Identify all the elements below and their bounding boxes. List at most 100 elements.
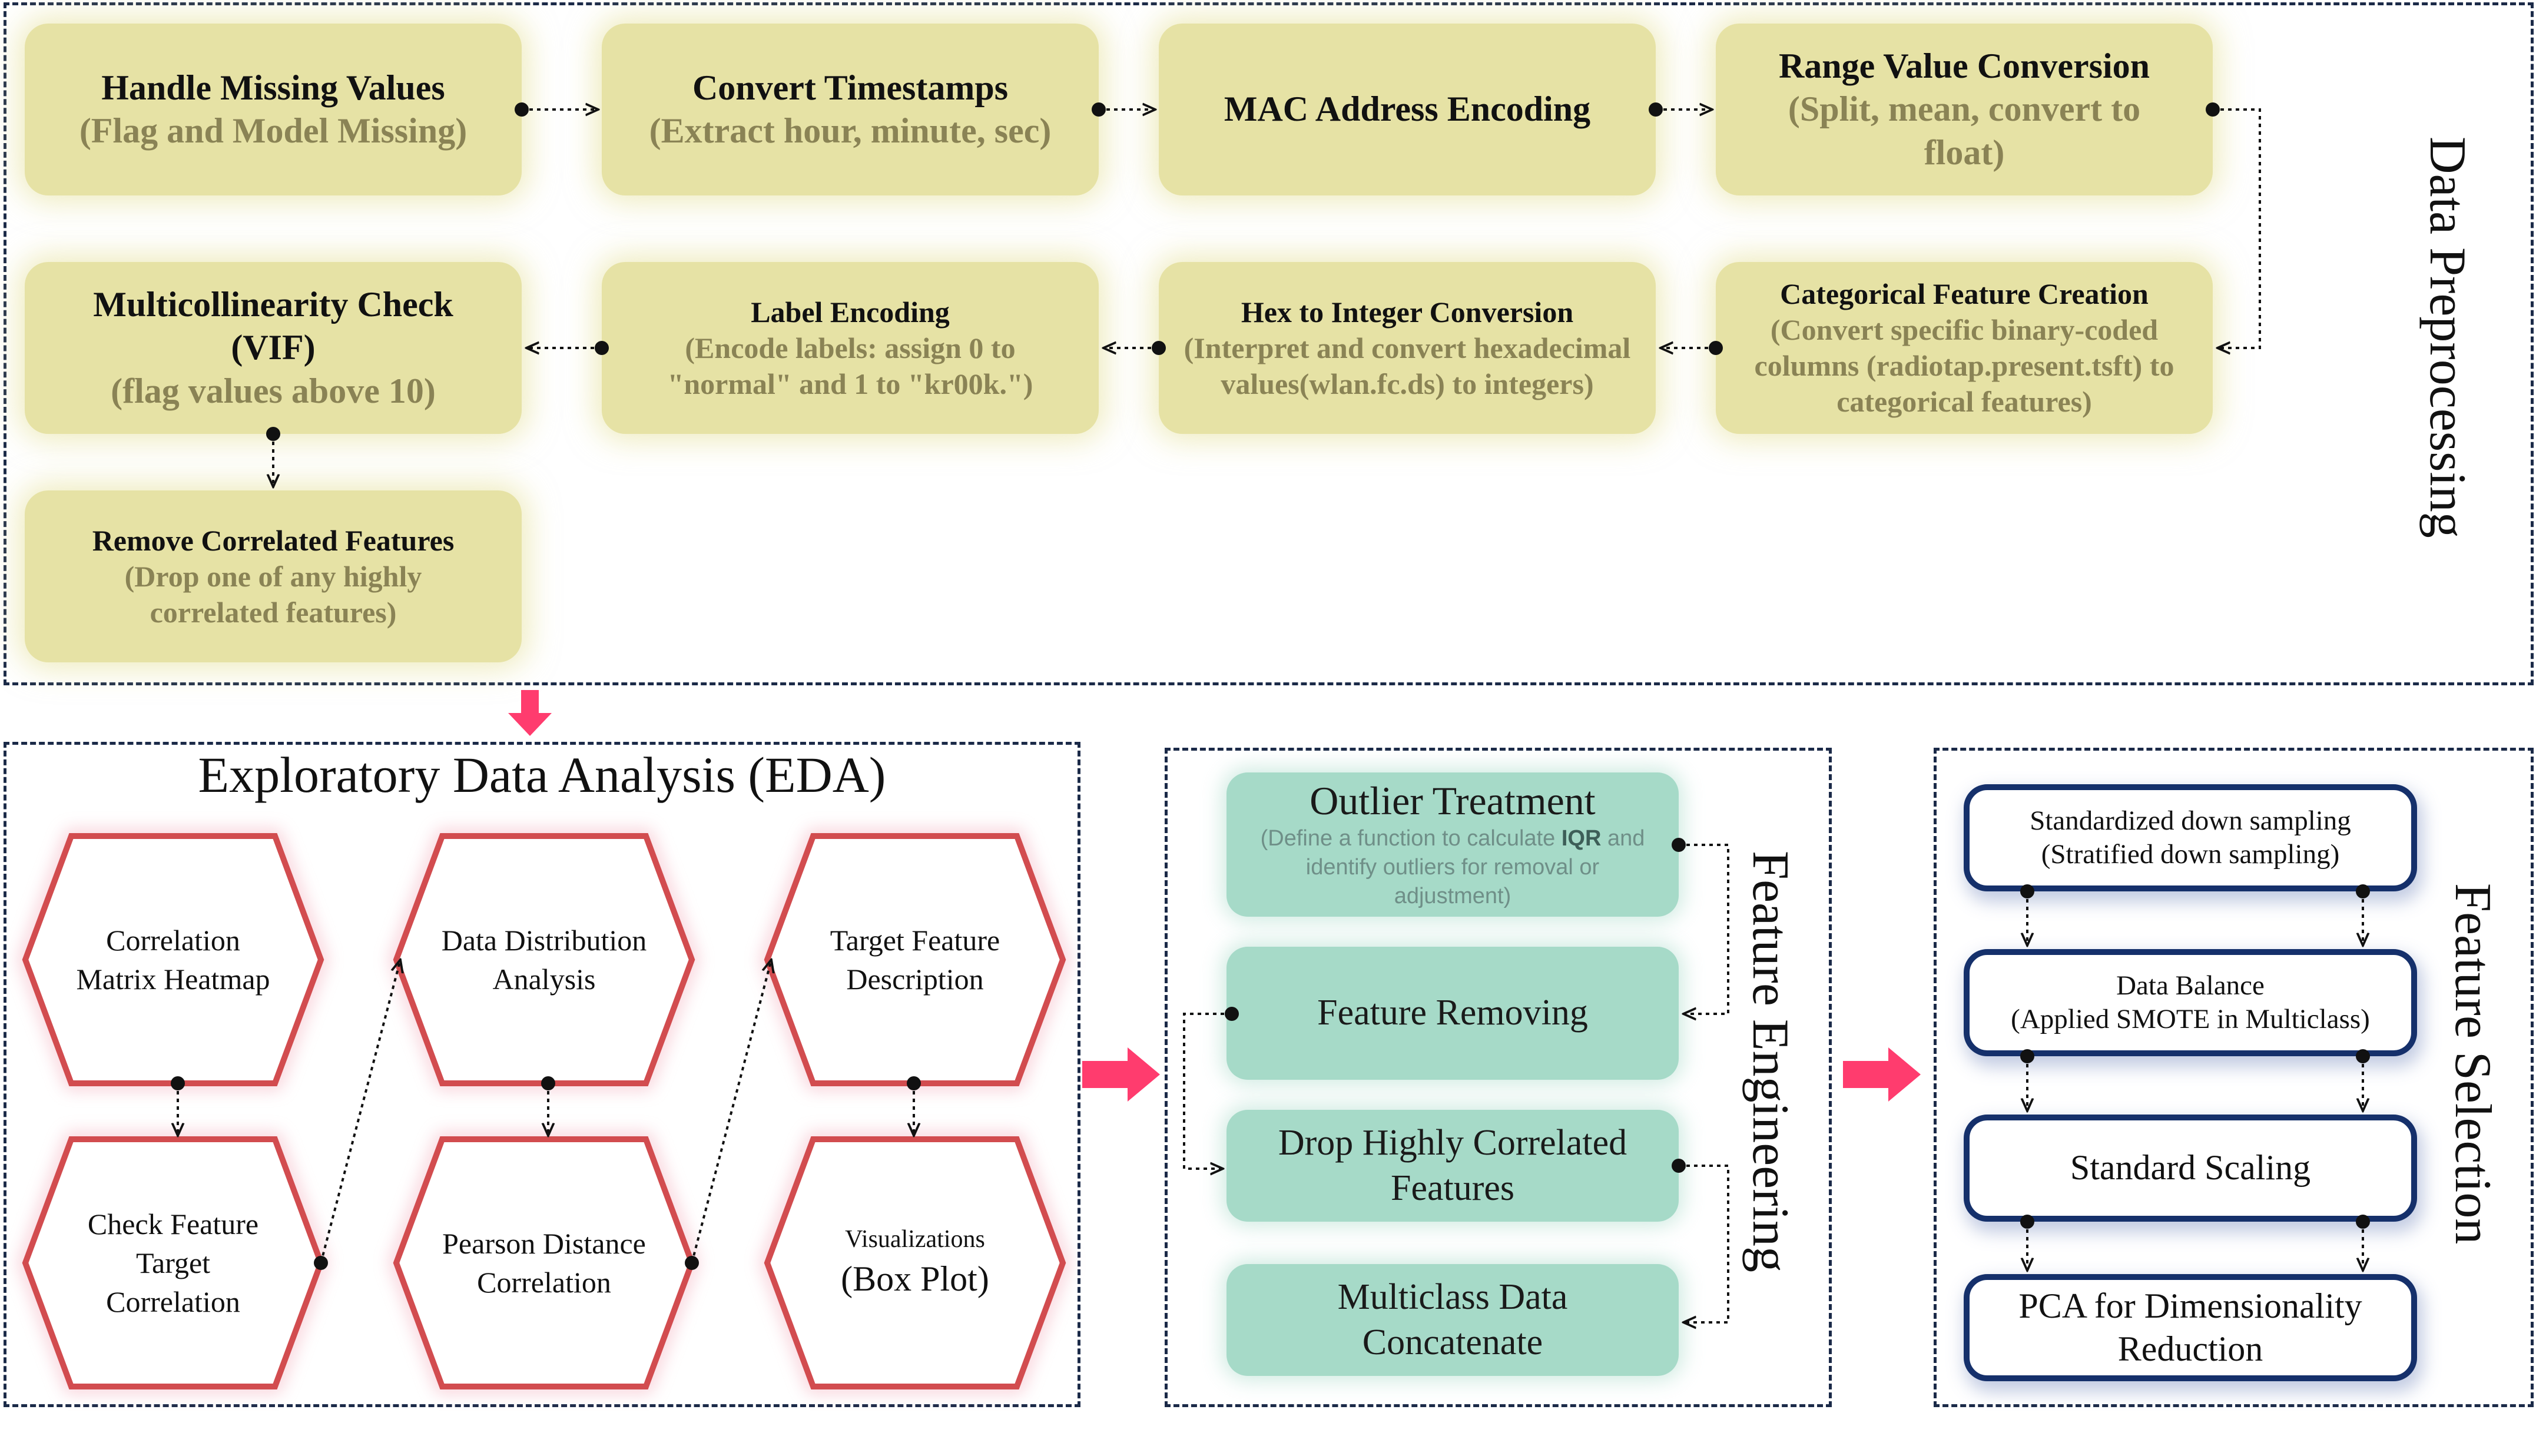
mac-address-encoding-step: MAC Address Encoding	[1159, 24, 1656, 195]
connector-dot	[2020, 1215, 2034, 1229]
check-feature-target-correlation-node: Check Feature Target Correlation	[87, 1208, 259, 1318]
visualizations-label: Visualizations	[845, 1225, 985, 1253]
eda-title: Exploratory Data Analysis (EDA)	[198, 747, 886, 803]
connector-dot	[2356, 1215, 2370, 1229]
outlier-treatment-title: Outlier Treatment	[1310, 778, 1596, 824]
multiclass-concatenate-title: Multiclass Data Concatenate	[1337, 1276, 1568, 1363]
data-preprocessing-panel	[4, 2, 2534, 685]
pca-dimensionality-reduction-step: PCA for Dimensionality Reduction	[1964, 1274, 2417, 1381]
connector-dot	[907, 1076, 921, 1090]
hexagon-data-distribution	[389, 830, 699, 1090]
connector-dot	[2206, 102, 2220, 117]
pearson-distance-correlation-node: Pearson Distance Correlation	[442, 1227, 646, 1299]
eda-panel	[4, 742, 1080, 1407]
step-title: Range Value Conversion	[1778, 47, 2150, 86]
feature-selection-title: Feature Selection	[2444, 883, 2501, 1245]
feature-engineering-title: Feature Engineering	[1742, 851, 1799, 1272]
connector-outlier-to-removing	[1679, 844, 1729, 1014]
drop-highly-correlated-step: Drop Highly Correlated Features	[1226, 1110, 1679, 1222]
feature-removing-step: Feature Removing	[1226, 947, 1679, 1080]
multicollinearity-check-step: Multicollinearity Check (VIF) (flag valu…	[25, 262, 522, 434]
label-encoding-step: Label Encoding (Encode labels: assign 0 …	[602, 262, 1099, 434]
step-title: Hex to Integer Conversion	[1241, 295, 1574, 329]
connector-dot	[1225, 1007, 1239, 1021]
step-title: Data Balance	[2116, 970, 2265, 1001]
connector-dot	[314, 1256, 328, 1270]
drop-highly-correlated-title: Drop Highly Correlated Features	[1278, 1122, 1627, 1209]
step-title: Remove Correlated Features	[92, 523, 455, 557]
outlier-treatment-description: (Define a function to calculate IQR and …	[1258, 824, 1647, 911]
categorical-feature-creation-step: Categorical Feature Creation (Convert sp…	[1716, 262, 2213, 434]
range-value-conversion-step: Range Value Conversion (Split, mean, con…	[1716, 24, 2213, 195]
step-title: Categorical Feature Creation	[1780, 277, 2149, 310]
feature-engineering-panel	[1165, 748, 1832, 1407]
step-subtitle: (Extract hour, minute, sec)	[649, 111, 1052, 150]
step-subtitle: (Convert specific binary-coded columns (…	[1754, 313, 2174, 418]
connector-dot	[2020, 1049, 2034, 1063]
connector-dot	[595, 341, 609, 355]
hexagon-check-feature-target	[18, 1133, 328, 1393]
connector-dot	[1672, 1159, 1686, 1173]
connector-dot	[2020, 884, 2034, 898]
step-subtitle: (Encode labels: assign 0 to "normal" and…	[667, 331, 1033, 400]
connector-dot	[1649, 102, 1663, 117]
hexagon-correlation-matrix	[18, 830, 328, 1090]
step-subtitle: (Split, mean, convert to float)	[1788, 89, 2141, 172]
step-subtitle: (flag values above 10)	[111, 371, 436, 410]
step-title: Convert Timestamps	[692, 68, 1009, 107]
connector-dot	[1672, 838, 1686, 852]
hex-to-integer-conversion-step: Hex to Integer Conversion (Interpret and…	[1159, 262, 1656, 434]
step-title: Standardized down sampling	[2030, 805, 2351, 836]
step-title: Label Encoding	[751, 295, 950, 329]
hexagon-pearson-distance	[389, 1133, 699, 1393]
flow-arrow-preprocessing-to-eda	[508, 690, 552, 736]
step-subtitle: (Interpret and convert hexadecimal value…	[1184, 331, 1631, 400]
hexagon-visualizations	[760, 1133, 1070, 1393]
target-feature-description-node: Target Feature Description	[830, 924, 1000, 996]
step-subtitle: (Drop one of any highly correlated featu…	[124, 559, 422, 629]
iqr-keyword: IQR	[1561, 825, 1602, 851]
connector-dot	[1092, 102, 1106, 117]
flow-arrow-engineering-to-selection	[1843, 1047, 1921, 1102]
flow-arrow-eda-to-engineering	[1082, 1047, 1160, 1102]
connector-pearson-to-target	[691, 960, 771, 1263]
connector-range-to-categorical	[2213, 108, 2261, 348]
connector-dot	[2356, 884, 2370, 898]
step-subtitle: (Flag and Model Missing)	[79, 111, 468, 150]
connector-dot	[685, 1256, 699, 1270]
data-distribution-analysis-node: Data Distribution Analysis	[441, 924, 647, 996]
step-subtitle: (Stratified down sampling)	[2041, 839, 2340, 870]
data-preprocessing-title: Data Preprocessing	[2419, 137, 2476, 538]
step-title: Handle Missing Values	[101, 68, 445, 107]
connector-dot	[1709, 341, 1723, 355]
step-title: PCA for Dimensionality Reduction	[2018, 1286, 2362, 1368]
data-balance-step: Data Balance (Applied SMOTE in Multiclas…	[1964, 949, 2417, 1056]
standardized-down-sampling-step: Standardized down sampling (Stratified d…	[1964, 784, 2417, 891]
step-title: MAC Address Encoding	[1224, 89, 1591, 129]
handle-missing-values-step: Handle Missing Values (Flag and Model Mi…	[25, 24, 522, 195]
box-plot-label: (Box Plot)	[841, 1259, 989, 1299]
step-title: Multicollinearity Check (VIF)	[93, 285, 453, 367]
feature-removing-title: Feature Removing	[1317, 993, 1588, 1033]
connector-dot	[1152, 341, 1166, 355]
remove-correlated-features-step: Remove Correlated Features (Drop one of …	[25, 490, 522, 662]
connector-dot	[541, 1076, 555, 1090]
connector-dot	[171, 1076, 185, 1090]
standard-scaling-step: Standard Scaling	[1964, 1115, 2417, 1222]
feature-selection-panel	[1934, 748, 2534, 1407]
visualizations-box-plot-node: Visualizations (Box Plot)	[809, 1145, 1021, 1381]
correlation-matrix-heatmap-node: Correlation Matrix Heatmap	[76, 924, 270, 996]
convert-timestamps-step: Convert Timestamps (Extract hour, minute…	[602, 24, 1099, 195]
connector-dot	[2356, 1049, 2370, 1063]
desc-text: and identify outliers for removal or adj…	[1305, 825, 1645, 909]
step-subtitle: (Applied SMOTE in Multiclass)	[2011, 1004, 2370, 1034]
connector-check-to-distribution	[320, 960, 400, 1263]
connector-drop-to-multiclass	[1679, 1165, 1729, 1322]
multiclass-data-concatenate-step: Multiclass Data Concatenate	[1226, 1264, 1679, 1376]
step-title: Standard Scaling	[2070, 1148, 2311, 1188]
outlier-treatment-step: Outlier Treatment (Define a function to …	[1226, 772, 1679, 917]
connector-removing-to-drop	[1183, 1013, 1232, 1169]
connector-dot	[266, 427, 280, 441]
